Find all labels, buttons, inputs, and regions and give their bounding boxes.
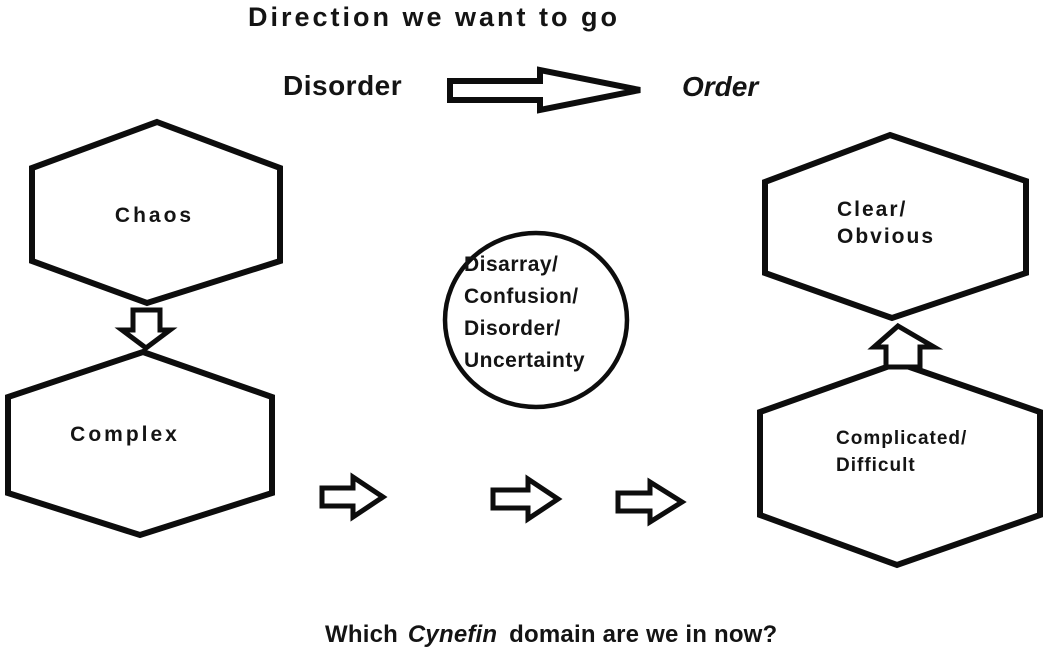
direction-arrow-icon	[447, 66, 641, 114]
up-arrow-icon	[867, 322, 944, 370]
complex-hexagon	[5, 348, 275, 539]
circle-line: Uncertainty	[464, 349, 586, 372]
question-suffix: domain are we in now?	[509, 621, 778, 648]
clear-hexagon	[762, 131, 1029, 322]
right-arrow-icon-2	[490, 474, 563, 524]
chaos-hexagon	[29, 118, 283, 307]
order-label: Order	[682, 71, 759, 102]
circle-line: Disorder/	[464, 317, 561, 340]
complicated-line: Complicated/	[836, 428, 968, 449]
circle-line: Confusion/	[464, 285, 579, 308]
complex-label: Complex	[70, 423, 180, 446]
right-arrow-icon-3	[615, 477, 687, 527]
chaos-label: Chaos	[114, 204, 195, 227]
circle-line: Disarray/	[464, 253, 559, 276]
disorder-circle	[442, 230, 630, 410]
question-text: Which Cynefin domain are we in now?	[325, 621, 777, 649]
clear-line: Obvious	[837, 225, 936, 248]
complicated-hexagon	[757, 359, 1043, 569]
complicated-label: Complicated/ Difficult	[836, 425, 967, 479]
clear-line: Clear/	[837, 198, 908, 221]
clear-label: Clear/ Obvious	[837, 196, 935, 250]
right-arrow-icon-1	[319, 472, 388, 522]
question-italic-word: Cynefin	[407, 621, 498, 648]
diagram-title: Direction we want to go	[247, 2, 620, 32]
disorder-label: Disorder	[283, 70, 403, 101]
question-prefix: Which	[325, 621, 398, 648]
complicated-line: Difficult	[836, 455, 916, 476]
disorder-circle-label: Disarray/ Confusion/ Disorder/ Uncertain…	[464, 249, 585, 377]
down-arrow-icon	[114, 307, 178, 352]
